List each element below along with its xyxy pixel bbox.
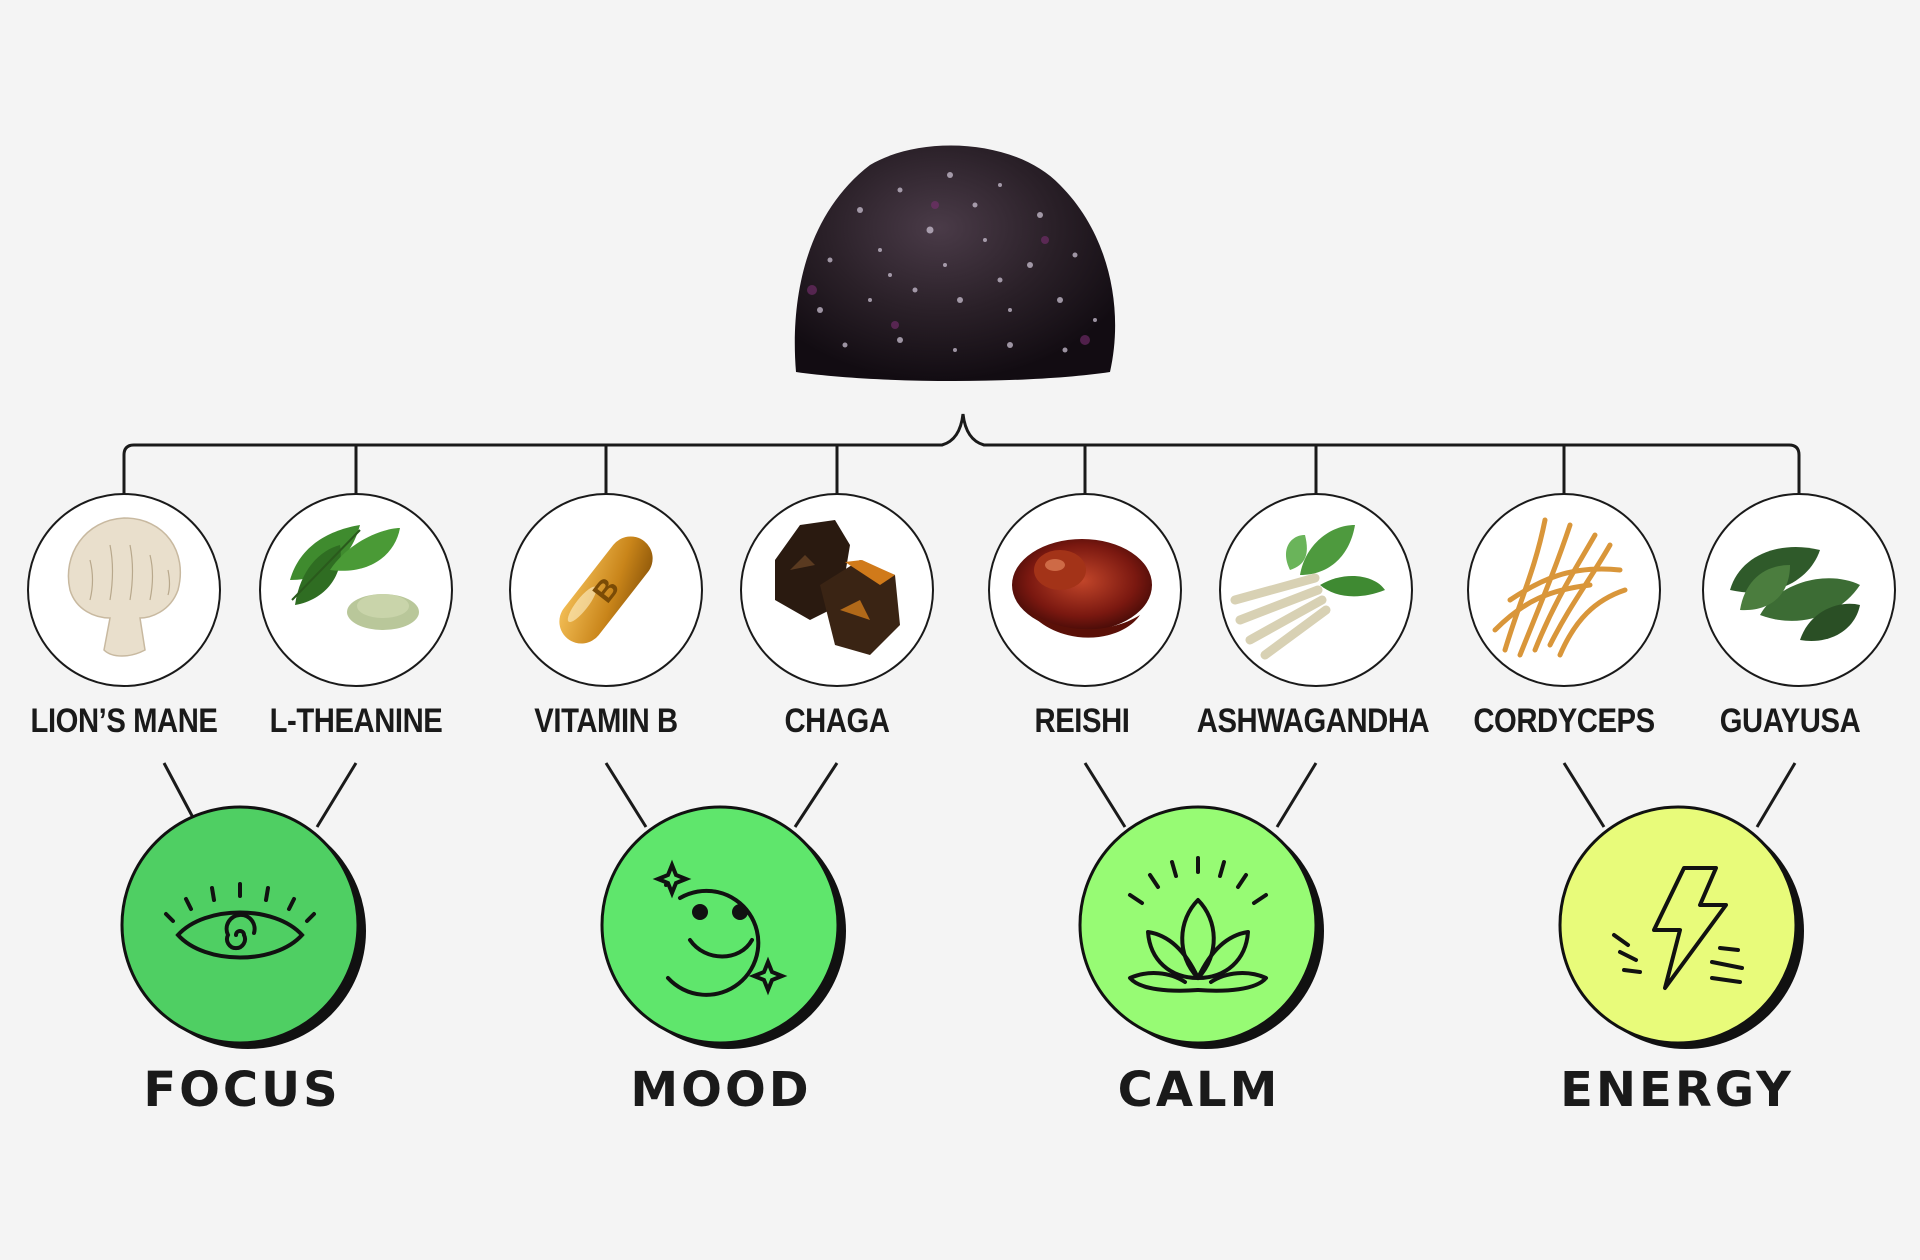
benefit-connectors bbox=[164, 763, 1795, 827]
benefit-circles bbox=[122, 807, 1804, 1049]
ingredient-label-vitamin-b: VITAMIN B bbox=[534, 702, 677, 741]
ingredient-label-lions-mane: LION’S MANE bbox=[31, 702, 218, 741]
ingredient-label-cordyceps: CORDYCEPS bbox=[1473, 702, 1654, 741]
benefit-circle-mood bbox=[602, 807, 838, 1043]
benefit-label-focus: FOCUS bbox=[143, 1062, 340, 1118]
gummy-image bbox=[795, 145, 1115, 381]
bracket-connector bbox=[124, 414, 1799, 494]
benefit-circle-focus bbox=[122, 807, 358, 1043]
benefit-circle-calm bbox=[1080, 807, 1316, 1043]
benefit-label-mood: MOOD bbox=[630, 1062, 811, 1118]
benefit-label-calm: CALM bbox=[1118, 1062, 1281, 1118]
ingredient-label-chaga: CHAGA bbox=[784, 702, 889, 741]
ingredient-label-reishi: REISHI bbox=[1035, 702, 1130, 741]
ingredient-label-l-theanine: L-THEANINE bbox=[270, 702, 443, 741]
benefit-label-energy: ENERGY bbox=[1560, 1062, 1794, 1118]
benefit-circle-energy bbox=[1560, 807, 1796, 1043]
ingredient-label-guayusa: GUAYUSA bbox=[1720, 702, 1861, 741]
ingredient-label-ashwagandha: ASHWAGANDHA bbox=[1197, 702, 1429, 741]
